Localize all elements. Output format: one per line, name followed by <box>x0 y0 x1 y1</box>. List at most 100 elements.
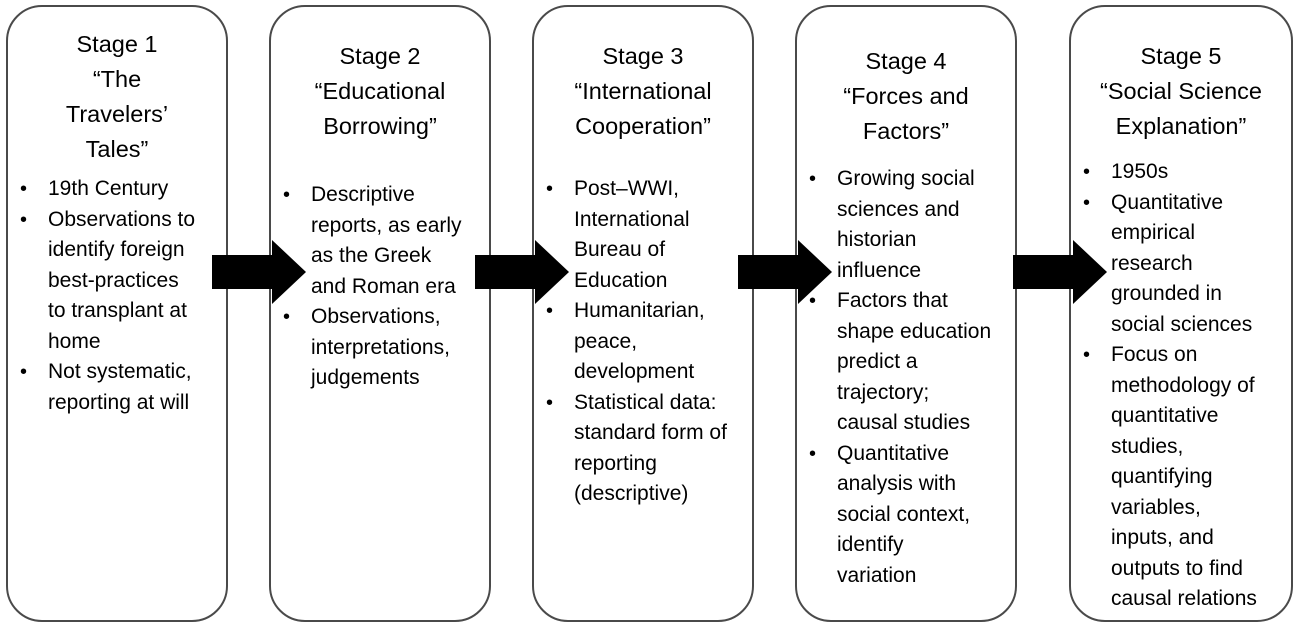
bullet-item: Observations, interpretations, judgement… <box>283 302 462 394</box>
bullet-line: identify <box>837 533 904 556</box>
stage-4-bullets: Growing social sciences and historian in… <box>809 164 991 591</box>
stage-3-bullets: Post–WWI, International Bureau of Educat… <box>546 174 727 510</box>
bullet-line: variation <box>837 563 917 587</box>
bullet-line: as the Greek <box>311 244 432 267</box>
bullet-item: 19th Century <box>20 174 195 205</box>
bullet-item: Humanitarian, peace, development <box>546 296 727 388</box>
stage-4-title-line: “Forces and <box>843 83 969 109</box>
bullet-line: analysis with <box>837 472 957 495</box>
bullet-line: social context, <box>837 502 971 526</box>
bullet-line: causal relations <box>1111 587 1257 610</box>
arrow-right-icon <box>475 240 569 304</box>
bullet-item: Quantitative analysis with social contex… <box>809 439 991 592</box>
bullet-item: Observations to identify foreign best-pr… <box>20 205 195 358</box>
bullet-line: peace, <box>574 329 638 353</box>
stage-3-title-line: Cooperation” <box>575 113 711 139</box>
bullet-line: empirical <box>1111 221 1196 244</box>
bullet-line: reporting at will <box>48 390 190 414</box>
stage-4-title-line: Factors” <box>862 118 950 144</box>
bullet-item: Growing social sciences and historian in… <box>809 164 991 286</box>
bullet-line: 19th Century <box>48 177 169 200</box>
stage-1-title-line: Stage 1 <box>76 31 158 57</box>
bullet-line: judgements <box>311 366 420 389</box>
bullet-line: sciences and <box>837 197 960 221</box>
bullet-line: International <box>574 207 690 231</box>
bullet-line: methodology of <box>1111 373 1255 397</box>
bullet-line: Factors that <box>837 289 948 312</box>
bullet-line: inputs, and <box>1111 526 1214 549</box>
bullet-line: trajectory; <box>837 380 930 404</box>
bullet-item: Not systematic, reporting at will <box>20 357 195 418</box>
stage-4-title-line: Stage 4 <box>865 48 947 74</box>
bullet-line: Humanitarian, <box>574 299 705 322</box>
stage-1-title-line: Travelers’ <box>65 101 169 127</box>
stage-2-title-line: Borrowing” <box>323 113 437 139</box>
stage-1-title-line: Tales” <box>85 136 149 162</box>
bullet-line: standard form of <box>574 421 727 444</box>
bullet-line: quantitative <box>1111 404 1219 427</box>
stage-2-title-line: “Educational <box>314 78 446 104</box>
bullet-line: Quantitative <box>837 441 950 465</box>
stage-2-bullets: Descriptive reports, as early as the Gre… <box>283 180 462 394</box>
bullet-item: Descriptive reports, as early as the Gre… <box>283 180 462 302</box>
bullet-line: social sciences <box>1111 312 1253 336</box>
stage-5-title: Stage 5 “Social Science Explanation” <box>1071 39 1291 144</box>
stage-3-title: Stage 3 “International Cooperation” <box>534 39 752 144</box>
bullet-line: Observations to <box>48 207 196 231</box>
bullet-line: Post–WWI, <box>574 177 680 200</box>
bullet-line: quantifying <box>1111 465 1213 488</box>
bullet-line: historian <box>837 228 917 251</box>
bullet-item: Quantitative empirical research grounded… <box>1083 188 1257 341</box>
bullet-line: Not systematic, <box>48 360 192 383</box>
bullet-item: Statistical data: standard form of repor… <box>546 388 727 510</box>
bullet-line: Growing social <box>837 167 975 190</box>
bullet-line: interpretations, <box>311 335 450 359</box>
stage-2-box: Stage 2 “Educational Borrowing” Descript… <box>269 5 491 622</box>
bullet-item: Post–WWI, International Bureau of Educat… <box>546 174 727 296</box>
bullet-item: 1950s <box>1083 157 1257 188</box>
bullet-line: influence <box>837 258 922 282</box>
stage-5-title-line: Stage 5 <box>1140 43 1222 69</box>
bullet-line: predict a <box>837 350 918 373</box>
bullet-line: Quantitative <box>1111 190 1224 214</box>
bullet-line: grounded in <box>1111 282 1222 305</box>
stage-5-bullets: 1950s Quantitative empirical research gr… <box>1083 157 1257 615</box>
bullet-line: variables, <box>1111 495 1201 519</box>
bullet-line: reports, as early <box>311 213 462 237</box>
stage-4-box: Stage 4 “Forces and Factors” Growing soc… <box>795 5 1017 622</box>
bullet-line: home <box>48 329 101 353</box>
stage-1-title: Stage 1 “The Travelers’ Tales” <box>8 27 226 167</box>
bullet-line: 1950s <box>1111 160 1169 183</box>
bullet-line: Descriptive <box>311 183 415 206</box>
bullet-line: Bureau of <box>574 238 666 261</box>
stage-4-title: Stage 4 “Forces and Factors” <box>797 44 1015 149</box>
stage-5-box: Stage 5 “Social Science Explanation” 195… <box>1069 5 1293 622</box>
arrow-right-icon <box>1013 240 1107 304</box>
arrow-right-icon <box>212 240 306 304</box>
bullet-line: reporting <box>574 451 657 475</box>
bullet-line: research <box>1111 251 1193 275</box>
stage-2-title: Stage 2 “Educational Borrowing” <box>271 39 489 144</box>
arrow-right-icon <box>738 240 832 304</box>
bullet-line: Statistical data: <box>574 390 717 414</box>
bullet-line: identify foreign <box>48 238 185 261</box>
bullet-line: outputs to find <box>1111 556 1243 580</box>
bullet-line: studies, <box>1111 434 1184 458</box>
bullet-line: Education <box>574 268 668 292</box>
stage-3-title-line: Stage 3 <box>602 43 684 69</box>
bullet-line: (descriptive) <box>574 482 689 505</box>
stage-5-title-line: Explanation” <box>1115 113 1247 139</box>
stage-1-bullets: 19th Century Observations to identify fo… <box>20 174 195 418</box>
bullet-item: Factors that shape education predict a t… <box>809 286 991 439</box>
bullet-item: Focus on methodology of quantitative stu… <box>1083 340 1257 615</box>
stage-2-title-line: Stage 2 <box>339 43 421 69</box>
bullet-line: Observations, <box>311 305 441 328</box>
bullet-line: best-practices <box>48 268 179 292</box>
bullet-line: shape education <box>837 319 992 343</box>
bullet-line: to transplant at <box>48 299 187 322</box>
bullet-line: development <box>574 360 695 383</box>
stage-1-box: Stage 1 “The Travelers’ Tales” 19th Cent… <box>6 5 228 622</box>
bullet-line: causal studies <box>837 411 971 434</box>
bullet-line: Focus on <box>1111 343 1198 366</box>
stage-3-title-line: “International <box>574 78 712 104</box>
